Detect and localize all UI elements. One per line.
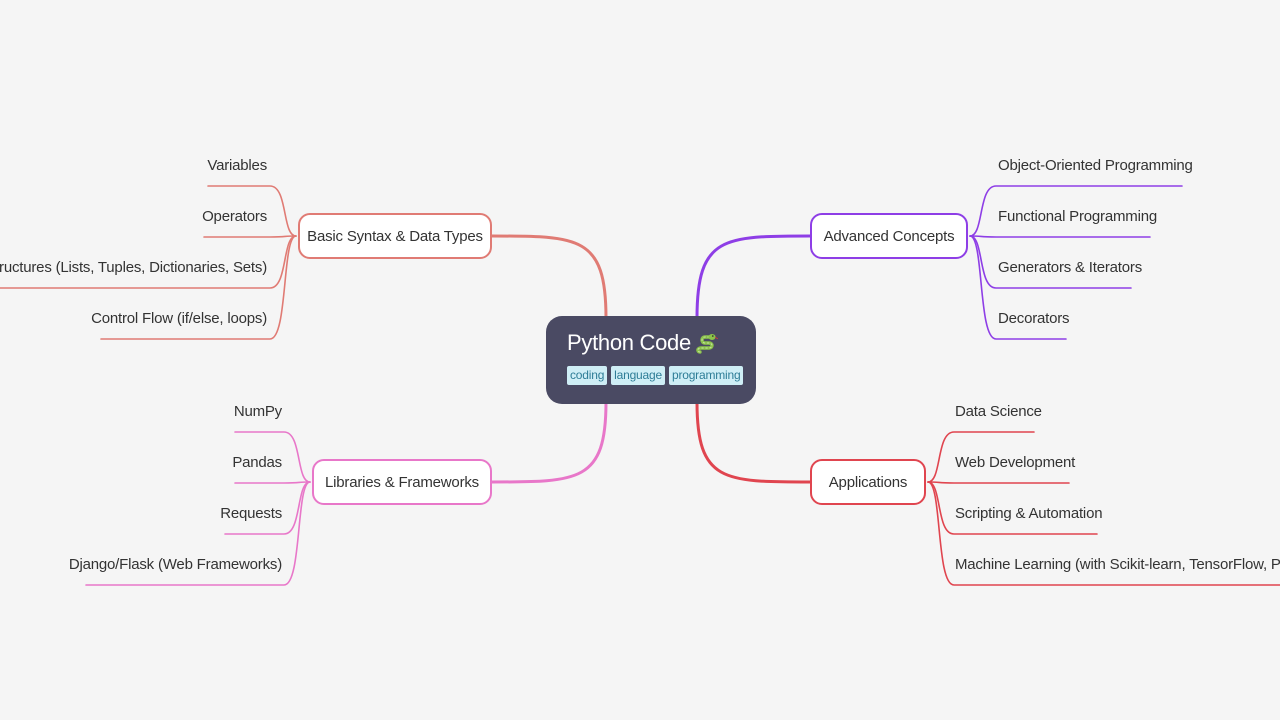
leaf-generators-iterators[interactable]: Generators & Iterators: [998, 259, 1142, 276]
leaf-scripting-automation[interactable]: Scripting & Automation: [955, 505, 1103, 522]
leaf-connector-applications-0: [927, 431, 1035, 483]
leaf-variables[interactable]: Variables: [207, 157, 267, 174]
leaf-oop[interactable]: Object-Oriented Programming: [998, 157, 1193, 174]
main-connector-basic: [490, 234, 608, 320]
branch-basic-syntax[interactable]: Basic Syntax & Data Types: [298, 213, 492, 259]
leaf-connector-basic-3: [100, 235, 297, 340]
leaf-connector-advanced-0: [969, 185, 1183, 237]
leaf-connector-basic-2: [0, 235, 297, 289]
leaf-control-flow[interactable]: Control Flow (if/else, loops): [91, 310, 267, 327]
leaf-connector-applications-2: [927, 481, 1098, 535]
branch-libraries-frameworks[interactable]: Libraries & Frameworks: [312, 459, 492, 505]
leaf-connector-libraries-3: [85, 481, 311, 586]
leaf-django-flask[interactable]: Django/Flask (Web Frameworks): [68, 556, 282, 573]
tag-language[interactable]: language: [611, 366, 665, 385]
leaf-machine-learning[interactable]: Machine Learning (with Scikit-learn, Ten…: [955, 556, 1280, 573]
leaf-connector-basic-1: [203, 235, 297, 238]
root-title-row: Python Code: [567, 328, 756, 358]
leaf-connector-libraries-1: [234, 481, 311, 484]
leaf-connector-libraries-0: [234, 431, 311, 483]
leaf-requests[interactable]: Requests: [220, 505, 282, 522]
main-connector-advanced: [695, 234, 812, 320]
leaf-connector-applications-1: [927, 481, 1070, 484]
leaf-connector-basic-0: [207, 185, 297, 237]
main-connector-applications: [695, 400, 812, 484]
tag-coding[interactable]: coding: [567, 366, 608, 385]
leaf-connector-advanced-1: [969, 235, 1151, 238]
leaf-functional-programming[interactable]: Functional Programming: [998, 208, 1158, 225]
tag-list: coding language programming: [567, 366, 756, 385]
leaf-connector-advanced-2: [969, 235, 1132, 289]
leaf-data-science[interactable]: Data Science: [955, 403, 1042, 420]
leaf-web-development[interactable]: Web Development: [955, 454, 1076, 471]
branch-applications[interactable]: Applications: [810, 459, 926, 505]
main-connector-libraries: [490, 400, 608, 484]
leaf-connector-libraries-2: [224, 481, 311, 535]
root-title: Python Code: [567, 330, 691, 355]
leaf-operators[interactable]: Operators: [202, 208, 267, 225]
tag-programming[interactable]: programming: [668, 366, 744, 385]
leaf-numpy[interactable]: NumPy: [233, 403, 282, 420]
leaf-decorators[interactable]: Decorators: [998, 310, 1070, 327]
leaf-connector-advanced-3: [969, 235, 1067, 340]
leaf-data-structures[interactable]: Data Structures (Lists, Tuples, Dictiona…: [0, 259, 267, 276]
branch-advanced-concepts[interactable]: Advanced Concepts: [810, 213, 968, 259]
snake-icon: [696, 334, 718, 354]
root-node[interactable]: Python Code coding language programming: [546, 316, 756, 404]
leaf-pandas[interactable]: Pandas: [232, 454, 282, 471]
leaf-connector-applications-3: [927, 481, 1280, 586]
